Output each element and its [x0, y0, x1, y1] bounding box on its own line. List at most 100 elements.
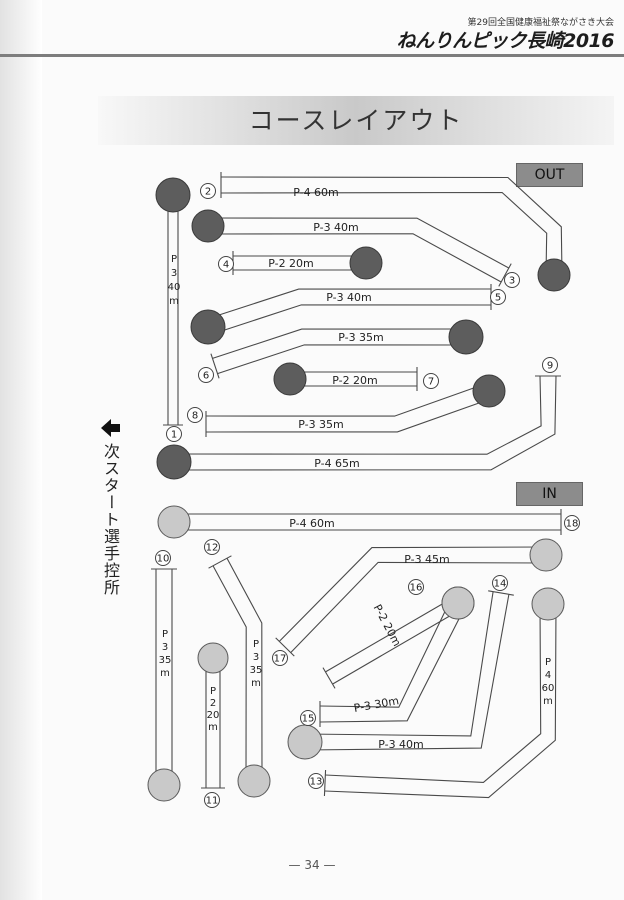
- course-number-9: 9: [542, 357, 558, 373]
- lane-vertical-label-part: m: [160, 668, 170, 679]
- course-number-circle: [308, 773, 324, 789]
- lane-edge: [325, 596, 455, 673]
- course-number-7: 7: [423, 373, 439, 389]
- hole-ball: [190, 309, 226, 345]
- lane-vertical-label-part: m: [251, 678, 261, 689]
- lane-edge: [220, 176, 563, 276]
- lane-vertical-label-part: m: [208, 722, 218, 733]
- lane-edge: [212, 328, 467, 359]
- lane-edge: [278, 546, 547, 642]
- hole-ball: [157, 505, 191, 539]
- next-start-waiting-area-label: 次スタート選手控所: [101, 443, 120, 596]
- course-number-6: 6: [198, 367, 214, 383]
- course-number-circle: [300, 710, 316, 726]
- lane-edge: [212, 565, 247, 782]
- course-number-circle: [218, 256, 234, 272]
- lane-vertical-label-part: 4: [545, 670, 551, 681]
- course-number-text: 11: [206, 796, 219, 807]
- lane-vertical-label-part: 3: [162, 642, 168, 653]
- lane-label: P-4 60m: [289, 517, 335, 530]
- course-number-circle: [204, 539, 220, 555]
- lane-vertical-label-part: P: [171, 254, 177, 265]
- course-number-circle: [564, 515, 580, 531]
- hole-ball: [287, 724, 323, 760]
- lane-label: P-3 30m: [353, 694, 400, 715]
- course-number-10: 10: [155, 550, 171, 566]
- hole-ball: [448, 319, 484, 355]
- lane-in-14: P-3 40m: [287, 590, 514, 760]
- lane-edge: [220, 191, 548, 276]
- lane-out-4: P-2 20m: [232, 246, 383, 280]
- lane-in-15: P-3 30m: [319, 586, 475, 727]
- lane-label: P-2 20m: [332, 374, 378, 387]
- course-number-13: 13: [308, 773, 324, 789]
- course-number-text: 8: [192, 411, 198, 422]
- hole-ball: [155, 177, 191, 213]
- lane-out-6: P-3 35m: [210, 319, 484, 379]
- hole-ball: [273, 362, 307, 396]
- course-number-circle: [492, 575, 508, 591]
- lane-vertical-label-part: P: [545, 657, 551, 668]
- lane-vertical-label-part: 2: [210, 698, 216, 709]
- lane-out-1: [155, 177, 191, 426]
- course-number-17: 17: [272, 650, 288, 666]
- course-number-circle: [504, 272, 520, 288]
- lane-out-7: P-2 20m: [273, 362, 418, 396]
- course-number-2: 2: [200, 183, 216, 199]
- event-subtitle: 第29回全国健康福祉祭ながさき大会: [467, 18, 614, 28]
- lane-label: P-4 60m: [293, 186, 339, 199]
- lane-edge: [319, 599, 452, 708]
- course-number-circle: [408, 579, 424, 595]
- lane-out-5: P-3 40m: [190, 284, 492, 345]
- course-number-8: 8: [187, 407, 203, 423]
- lane-label: P-3 40m: [378, 738, 424, 751]
- page-number: — 34 —: [288, 858, 336, 872]
- course-number-circle: [187, 407, 203, 423]
- lane-edge: [173, 375, 542, 455]
- course-number-text: 12: [206, 543, 219, 554]
- lane-start-bar: [488, 590, 514, 596]
- course-number-3: 3: [504, 272, 520, 288]
- lane-edge: [332, 608, 462, 685]
- lane-start-bar: [322, 667, 336, 689]
- lane-label: P-3 45m: [404, 553, 450, 566]
- lane-in-11: [197, 642, 229, 789]
- lane-out-8: P-3 35m: [205, 374, 506, 437]
- out-section-label: OUT: [516, 163, 583, 187]
- course-number-circle: [155, 550, 171, 566]
- lane-vertical-label-part: 20: [207, 710, 220, 721]
- course-number-circle: [166, 426, 182, 442]
- hole-ball: [531, 587, 565, 621]
- lane-vertical-label-part: 35: [159, 655, 172, 666]
- lane-label: P-3 40m: [326, 291, 372, 304]
- course-number-text: 10: [157, 554, 170, 565]
- hole-ball: [156, 444, 192, 480]
- course-number-18: 18: [564, 515, 580, 531]
- lane-edge: [207, 233, 502, 283]
- course-number-text: 5: [495, 293, 501, 304]
- lane-edge: [304, 591, 494, 737]
- lane-label: P-4 65m: [314, 457, 360, 470]
- lane-in-13: [323, 587, 565, 799]
- course-number-text: 4: [223, 260, 229, 271]
- lane-edge: [210, 304, 492, 336]
- hole-ball: [529, 538, 563, 572]
- lane-out-2: P-4 60m: [220, 172, 571, 292]
- course-number-text: 14: [494, 579, 507, 590]
- lane-start-bar: [498, 263, 512, 287]
- lane-in-17: P-3 45m: [275, 538, 563, 657]
- lane-in-18: P-4 60m: [157, 505, 562, 539]
- course-number-text: 16: [410, 583, 423, 594]
- lane-start-bar: [208, 555, 232, 569]
- lane-label: P-3 35m: [338, 331, 384, 344]
- course-number-text: 2: [205, 187, 211, 198]
- lane-in-12: [208, 555, 271, 798]
- course-number-circle: [198, 367, 214, 383]
- hole-ball: [441, 586, 475, 620]
- title-band: [98, 96, 614, 145]
